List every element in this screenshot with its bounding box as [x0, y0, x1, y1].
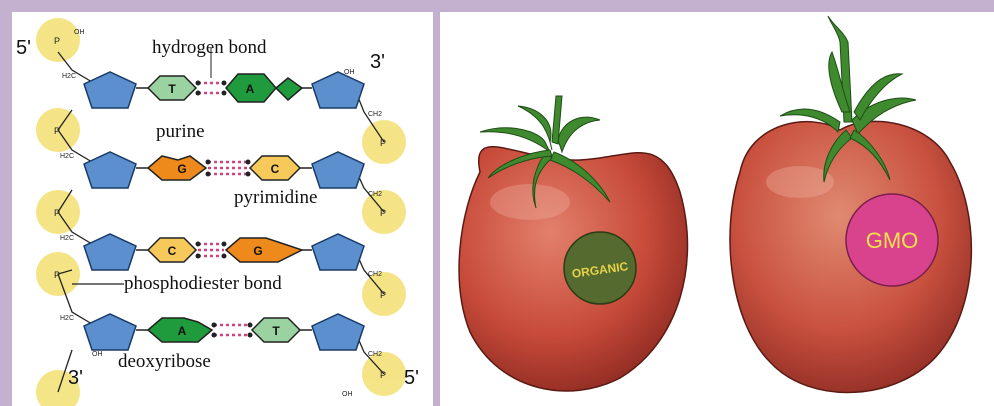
three-prime-bottom-left: 3'	[68, 367, 83, 389]
adenine-base	[146, 317, 214, 343]
sugar-pentagon	[83, 71, 137, 109]
base-letter: A	[246, 82, 255, 96]
svg-text:P: P	[380, 208, 386, 218]
guanine-base	[224, 237, 304, 263]
base-letter: T	[272, 324, 280, 338]
svg-text:P: P	[54, 36, 60, 46]
cytosine-base	[146, 237, 198, 263]
gmo-badge-text: GMO	[866, 228, 919, 253]
base-letter: T	[168, 82, 176, 96]
base-pair-2: G C	[146, 155, 302, 181]
tomatoes-illustration: ORGANIC GMO	[458, 15, 973, 394]
base-letter: G	[177, 162, 186, 176]
thymine-base	[146, 75, 198, 101]
sugar-pentagon	[311, 313, 365, 351]
five-prime-bottom-right: 5'	[404, 367, 419, 389]
base-letter: C	[168, 244, 177, 258]
cytosine-base	[248, 155, 302, 181]
sugar-pentagon	[83, 313, 137, 351]
svg-text:P: P	[54, 126, 60, 136]
bond-dots	[195, 80, 253, 338]
hydrogen-bond-lines	[198, 81, 250, 337]
organic-badge	[563, 231, 637, 305]
dna-structure-drawing: T A G C C G A T	[36, 18, 406, 406]
three-prime-top-right: 3'	[370, 51, 385, 73]
svg-text:H2C: H2C	[60, 315, 74, 322]
sugar-pentagon	[83, 151, 137, 189]
svg-text:OH: OH	[92, 351, 103, 358]
svg-text:P: P	[380, 370, 386, 380]
sugar-pentagon	[83, 233, 137, 271]
tomatoes-panel: ORGANIC GMO	[440, 12, 994, 406]
svg-text:CH2: CH2	[368, 351, 382, 358]
svg-text:H2C: H2C	[60, 153, 74, 160]
thymine-base	[250, 317, 302, 343]
svg-text:H2C: H2C	[62, 73, 76, 80]
svg-text:OH: OH	[74, 29, 85, 36]
sugar-pentagon	[311, 71, 365, 109]
svg-text:P: P	[54, 208, 60, 218]
hydrogen-bond-label: hydrogen bond	[152, 37, 267, 58]
pyrimidine-label: pyrimidine	[234, 187, 318, 208]
organic-tomato: ORGANIC	[458, 95, 689, 392]
five-prime-top-left: 5'	[16, 37, 31, 59]
organic-stem	[479, 95, 611, 209]
svg-text:H2C: H2C	[60, 235, 74, 242]
base-letter: A	[178, 324, 187, 338]
gmo-badge	[845, 193, 939, 287]
svg-text:CH2: CH2	[368, 191, 382, 198]
svg-text:CH2: CH2	[368, 271, 382, 278]
base-letter: G	[253, 244, 262, 258]
gmo-tomato: GMO	[729, 15, 973, 394]
base-letter: C	[271, 162, 280, 176]
guanine-base	[146, 155, 208, 181]
purine-label: purine	[156, 121, 205, 142]
svg-text:P: P	[380, 290, 386, 300]
svg-text:CH2: CH2	[368, 111, 382, 118]
svg-text:P: P	[380, 138, 386, 148]
svg-text:P: P	[54, 270, 60, 280]
deoxyribose-label: deoxyribose	[118, 351, 211, 372]
dna-diagram-panel: T A G C C G A T	[12, 12, 433, 406]
gmo-stem	[779, 15, 917, 183]
phosphate-circle	[36, 18, 80, 62]
sugar-pentagon	[311, 151, 365, 189]
base-pair-4: A T	[146, 317, 302, 343]
svg-text:OH: OH	[344, 69, 355, 76]
base-pair-3: C G	[146, 237, 304, 263]
phosphate-circle	[36, 370, 80, 406]
chem-labels: OH P H2C OH CH2 P H2C P CH2 P H2C P CH2 …	[54, 29, 386, 398]
svg-text:OH: OH	[342, 391, 353, 398]
deoxyribose-sugars	[83, 71, 365, 351]
phosphodiester-bond-label: phosphodiester bond	[124, 273, 282, 294]
base-pair-1: T A	[146, 73, 304, 103]
sugar-pentagon	[311, 233, 365, 271]
